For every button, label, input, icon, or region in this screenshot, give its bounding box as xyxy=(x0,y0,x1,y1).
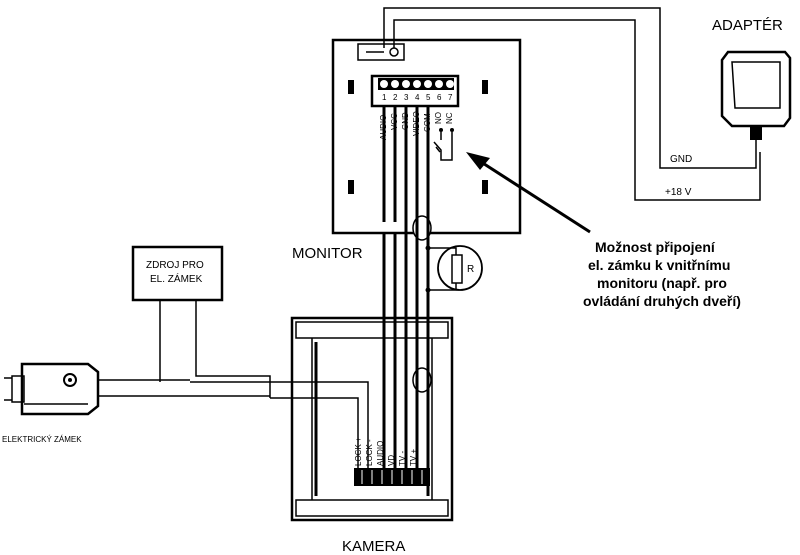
camera-terminal-name: VD xyxy=(387,455,396,466)
terminal-name: NO xyxy=(434,112,443,124)
resistor xyxy=(425,245,483,293)
note-line-2: el. zámku k vnitřnímu xyxy=(588,257,730,273)
camera-terminal-name: TV + xyxy=(409,449,418,466)
lock-label: ELEKTRICKÝ ZÁMEK xyxy=(2,435,82,444)
adapter-label: ADAPTÉR xyxy=(712,17,783,34)
note-line-3: monitoru (např. pro xyxy=(597,275,727,291)
cable-bundle xyxy=(382,106,432,478)
adapter xyxy=(720,50,792,152)
arrow-icon xyxy=(466,152,591,234)
gnd-label: GND xyxy=(670,154,692,165)
power-supply-label-1: ZDROJ PRO xyxy=(146,260,204,271)
relay-switch-icon xyxy=(433,128,454,161)
terminal-number: 1 xyxy=(382,93,387,102)
electric-lock xyxy=(4,362,270,416)
lock-power-supply xyxy=(131,245,271,398)
camera-terminal-name: AUDIO xyxy=(376,441,385,466)
terminal-number: 6 xyxy=(437,93,442,102)
plus18v-label: +18 V xyxy=(665,187,692,198)
camera-terminal-name: LOCK - xyxy=(365,439,374,466)
terminal-number: 2 xyxy=(393,93,398,102)
note-line-4: ovládání druhých dveří) xyxy=(583,293,741,309)
terminal-number: 7 xyxy=(448,93,453,102)
terminal-number: 3 xyxy=(404,93,409,102)
power-supply-label-2: EL. ZÁMEK xyxy=(150,272,203,285)
monitor-label: MONITOR xyxy=(292,245,363,262)
camera-terminal-name: TV - xyxy=(398,451,407,466)
terminal-number: 4 xyxy=(415,93,420,102)
terminal-name: NC xyxy=(445,112,454,124)
kamera-label: KAMERA xyxy=(342,538,405,555)
monitor-terminal-screws xyxy=(380,80,454,88)
camera-unit: LOCK + LOCK - AUDIO VD TV - TV + xyxy=(190,316,454,522)
terminal-number: 5 xyxy=(426,93,431,102)
note-line-1: Možnost připojení xyxy=(595,239,716,255)
resistor-label: R xyxy=(467,264,474,275)
